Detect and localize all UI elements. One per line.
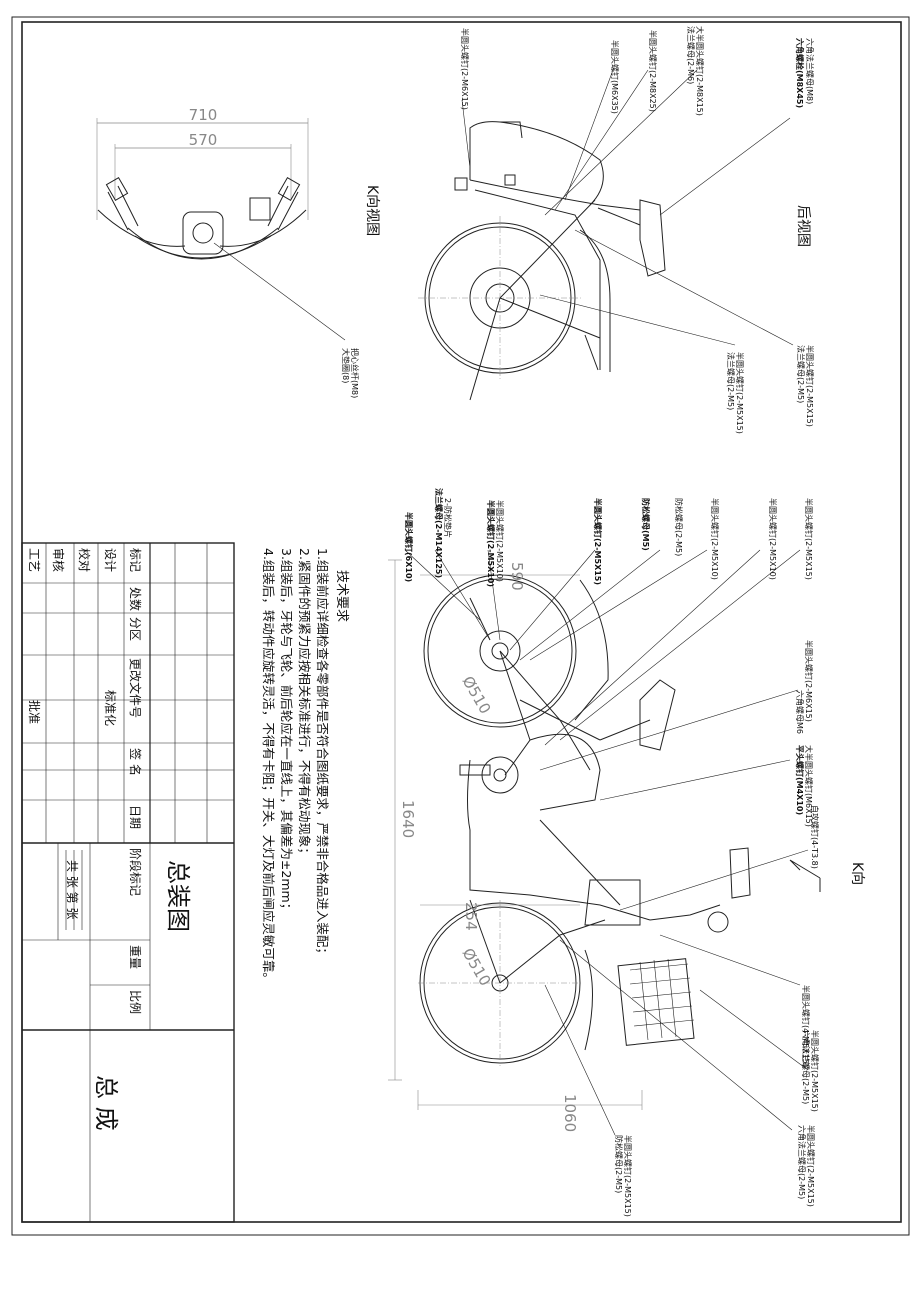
- tech-requirements: 技术要求 1.组装前应详细检查各零部件是否符合图纸要求，严禁非合格品进入装配； …: [261, 548, 349, 985]
- callout-s21: 六角法兰螺母(2-M5): [797, 1125, 807, 1199]
- side-dims: [388, 559, 643, 1110]
- callout-s23: 防松螺母(2-M5): [614, 1135, 624, 1193]
- callout-r4: 法兰螺母(2-M6): [686, 26, 696, 84]
- callout-s10: 半圆头螺钉(2-M5X10): [768, 498, 778, 580]
- callout-s5: 半圆头螺钉(2-M5X10): [486, 500, 496, 587]
- callout-s4: 半圆头螺钉(2-M5X10): [495, 500, 505, 582]
- callout-s12: 半圆头螺钉(2-M6X15): [804, 640, 814, 722]
- callout-r12: 半圆头螺钉(2-M5X15): [735, 352, 745, 434]
- rear-view-drawing: [418, 121, 666, 401]
- dim-254: 254: [462, 902, 480, 931]
- dim-710: 710: [189, 106, 218, 124]
- callout-r2: 六角螺栓(M8X45): [795, 38, 805, 108]
- title-block-text: 标记 处数 分区 更改文件号 签 名 日期 设计 标准化 校对 审核 工艺 批准…: [27, 548, 192, 1131]
- callout-s9: 半圆头螺钉(2-M5X10): [710, 498, 720, 580]
- callout-s13: 六角螺母M6: [795, 690, 805, 734]
- side-view-drawing: [418, 574, 821, 1066]
- callout-handle-rod: 把心丝杆(M8): [350, 348, 360, 398]
- tb-approve: 批准: [27, 700, 42, 724]
- callout-s7: 防松螺母(2-M5): [674, 498, 684, 556]
- callout-big-washer: 大垫圈(8): [341, 348, 351, 383]
- tech-item-1: 1.组装前应详细检查各零部件是否符合图纸要求，严禁非合格品进入装配；: [315, 548, 330, 960]
- callout-s14: 大半圆头螺钉(M6X15): [804, 745, 814, 827]
- title-block-grid: [21, 542, 235, 1223]
- callout-s19: 六角法兰螺母(2-M5): [801, 1030, 811, 1104]
- tb-sheets: 共 张 第 张: [65, 860, 79, 919]
- callout-r6: 半圆头螺钉(M6X35): [610, 40, 620, 114]
- callout-r10: 半圆头螺钉(2-M5X15): [805, 345, 815, 427]
- tb-sign: 签 名: [128, 748, 143, 776]
- callout-s2: 2-防松垫片: [443, 498, 453, 538]
- callout-s11: 半圆头螺钉(2-M5X15): [804, 498, 814, 580]
- dim-1640: 1640: [399, 800, 417, 838]
- callout-s20: 半圆头螺钉(2-M5X15): [806, 1125, 816, 1207]
- dim-570: 570: [189, 131, 218, 149]
- k-view-drawing: [96, 118, 346, 341]
- dim-510-rear: Ø510: [459, 673, 495, 717]
- callout-s15: 平头螺钉(M4X10): [795, 745, 805, 815]
- tb-date: 日期: [128, 805, 142, 829]
- tech-item-2: 2.紧固件的预紧力应按相关标准进行，不得有松动现象；: [297, 548, 312, 860]
- dim-590: 590: [508, 562, 526, 591]
- callout-s17: 半圆头螺钉(4-M5X15): [801, 985, 811, 1067]
- callout-r3: 大半圆头螺钉(2-M8X15): [695, 26, 705, 116]
- callout-s8: 防松螺母(M5): [641, 498, 651, 551]
- tb-count: 处数: [128, 587, 143, 611]
- callout-s1: 半圆头螺钉(6X10): [404, 512, 414, 582]
- callout-s16: 自攻螺钉(4-T3.8): [810, 805, 820, 869]
- inner-border: [21, 21, 902, 1223]
- callout-r1: 六角法兰螺母(M8): [805, 38, 815, 104]
- tb-drawing-title: 总装图: [164, 860, 192, 932]
- tb-part-name: 总 成: [92, 1075, 120, 1131]
- k-view-label: K向视图: [364, 185, 380, 236]
- rear-view-label: 后视图: [795, 205, 811, 247]
- callout-r13: 法兰螺母(2-M5): [726, 352, 736, 410]
- tb-stage-mark: 阶段标记: [128, 848, 143, 896]
- tb-change-doc: 更改文件号: [128, 658, 143, 718]
- callout-s6: 半圆头螺钉(2-M5X15): [593, 498, 603, 585]
- callout-s18: 半圆头螺钉(2-M5X15): [810, 1030, 820, 1112]
- tb-scale: 比例: [128, 990, 142, 1014]
- callout-r7: 半圆头螺钉(2-M6X15): [460, 28, 470, 110]
- callout-r11: 法兰螺母(2-M5): [796, 345, 806, 403]
- tb-check: 校对: [77, 548, 92, 572]
- tech-title: 技术要求: [334, 570, 349, 622]
- outer-border: [11, 16, 910, 1236]
- tb-process: 工艺: [27, 548, 41, 572]
- tb-audit: 审核: [51, 548, 66, 572]
- dim-1060: 1060: [561, 1094, 579, 1132]
- tb-weight: 重量: [128, 945, 142, 969]
- callout-s3: 法兰螺母(2-M14X125): [434, 488, 444, 578]
- tb-zone: 分区: [128, 617, 142, 641]
- rear-leaders: [461, 69, 794, 346]
- k-arrow-label: K向: [849, 862, 865, 885]
- side-leaders: [404, 549, 809, 1136]
- callout-r5: 半圆头螺钉(2-M8X25): [648, 30, 658, 112]
- tb-design: 设计: [103, 548, 117, 572]
- tech-item-4: 4.组装后，转动件应旋转灵活，不得有卡阻；开关、大灯及前后闸应灵敏可靠。: [261, 548, 276, 985]
- tb-standard: 标准化: [103, 690, 117, 726]
- tech-item-3: 3.组装后，牙轮与飞轮、前后轮应在一直线上，其偏差为±2mm；: [279, 548, 294, 915]
- callout-s22: 半圆头螺钉(2-M5X15): [623, 1135, 633, 1217]
- tb-mark: 标记: [128, 548, 142, 572]
